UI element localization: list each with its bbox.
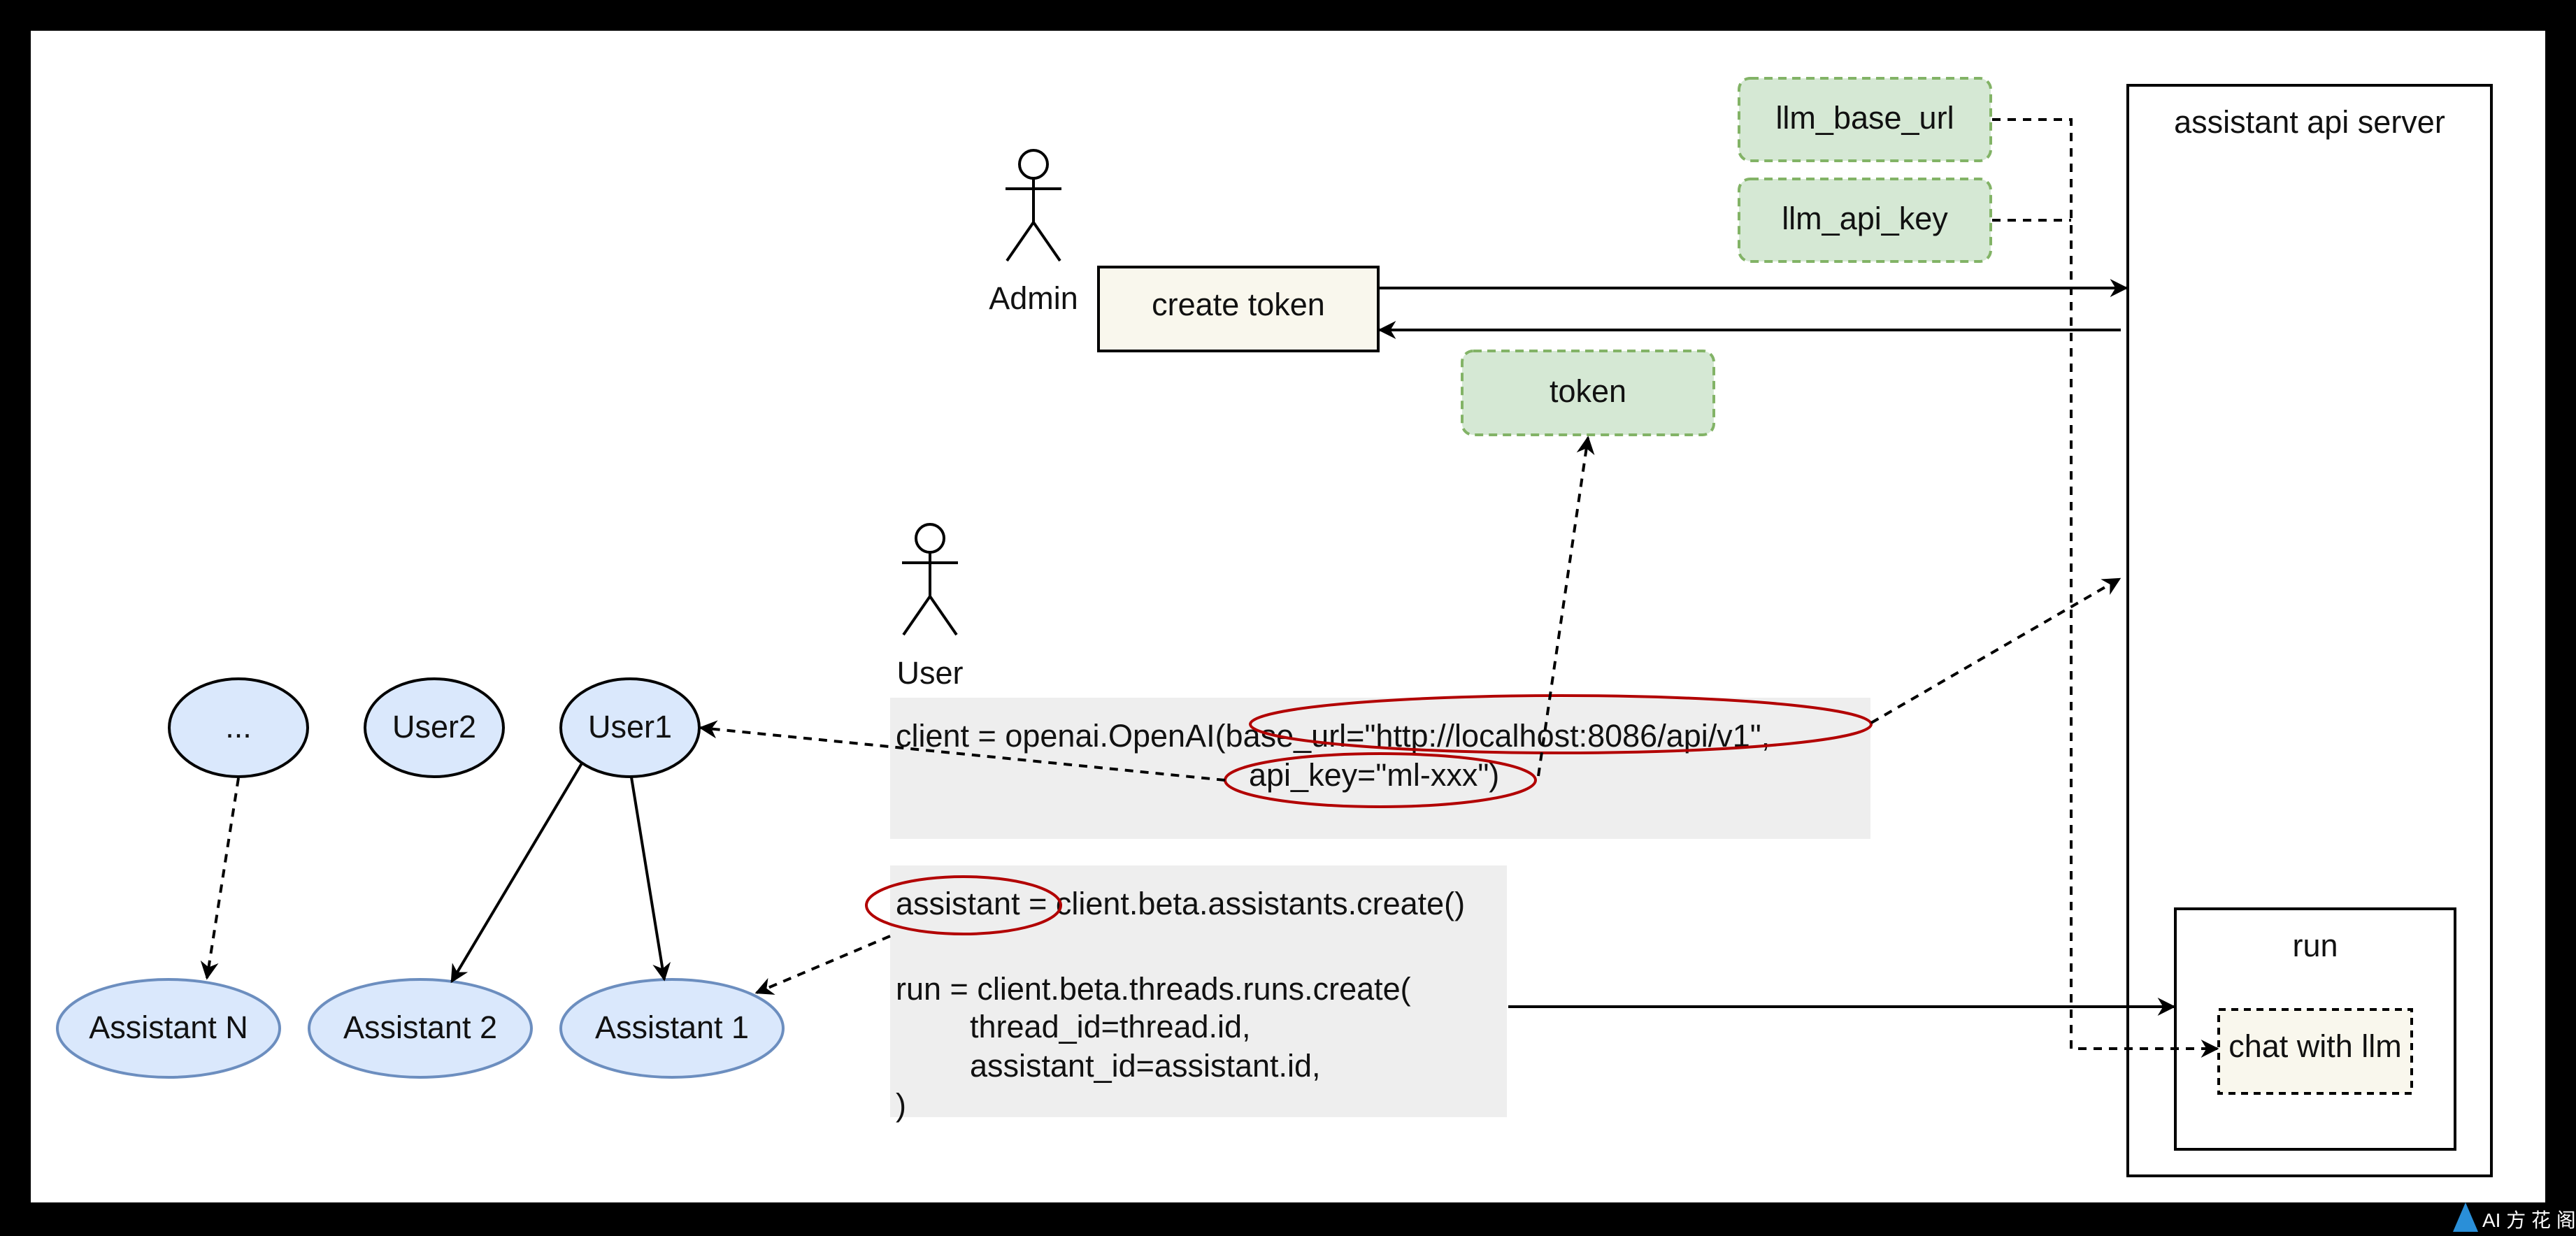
- client-code-line-1: client = openai.OpenAI(base_url="http://…: [896, 718, 1770, 754]
- assistant-var-highlight: [865, 875, 1062, 935]
- llm-api-key-label: llm_api_key: [1782, 201, 1948, 236]
- dashed-connectors: [200, 118, 2219, 1058]
- user-label: User: [896, 655, 963, 691]
- llm-config-link: [1992, 118, 2219, 1058]
- assistant-code-line: assistant = client.beta.assistants.creat…: [896, 886, 1465, 921]
- watermark-logo-icon: [2453, 1202, 2478, 1232]
- user1-label: User1: [588, 709, 672, 745]
- token-label: token: [1550, 373, 1626, 409]
- chat-with-llm-box[interactable]: [2217, 1008, 2413, 1095]
- assistant-1-node[interactable]: [559, 978, 785, 1079]
- chat-with-llm-label: chat with llm: [2228, 1028, 2402, 1064]
- base-url-to-server-arrow: [1870, 577, 2121, 724]
- client-code-line-2: api_key="ml-xxx"): [1249, 757, 1499, 793]
- user-ellipsis-label: ...: [225, 709, 252, 745]
- user-actor-icon: [902, 523, 958, 636]
- connectors: [450, 279, 2176, 1016]
- base-url-highlight: [1249, 694, 1873, 754]
- create-token-box[interactable]: [1097, 266, 1380, 352]
- llm-base-url-label: llm_base_url: [1775, 100, 1954, 136]
- watermark: AI 方 花 阁: [2453, 1202, 2576, 1232]
- assistant-code-block: [890, 865, 1507, 1117]
- user2-node[interactable]: [364, 677, 505, 778]
- run-code-line-4: ): [896, 1087, 906, 1123]
- assistant-2-node[interactable]: [308, 978, 533, 1079]
- llm-base-url-box[interactable]: [1738, 77, 1992, 162]
- admin-actor-icon: [1006, 149, 1061, 262]
- user1-to-assistant1-arrow: [630, 777, 671, 982]
- run-label: run: [2292, 928, 2338, 963]
- assistant-n-label: Assistant N: [89, 1009, 248, 1045]
- watermark-text: AI 方 花 阁: [2482, 1209, 2576, 1231]
- assistant-api-server-label: assistant api server: [2174, 104, 2445, 140]
- admin-label: Admin: [989, 280, 1078, 316]
- ellipsis-to-assistant-n-arrow: [200, 777, 240, 980]
- run-code-line-2: thread_id=thread.id,: [970, 1009, 1251, 1044]
- api-key-to-user1-arrow: [699, 720, 1226, 782]
- run-code-line-3: assistant_id=assistant.id,: [970, 1048, 1321, 1084]
- user1-to-assistant2-arrow: [450, 762, 583, 984]
- client-code-block: [890, 698, 1870, 839]
- assistant-1-label: Assistant 1: [595, 1009, 749, 1045]
- token-box[interactable]: [1461, 350, 1715, 436]
- assistant-n-node[interactable]: [56, 978, 281, 1079]
- user2-label: User2: [392, 709, 476, 745]
- assistant-2-label: Assistant 2: [343, 1009, 497, 1045]
- create-token-label: create token: [1152, 287, 1325, 322]
- run-code-line-1: run = client.beta.threads.runs.create(: [896, 971, 1411, 1007]
- api-key-to-token-arrow: [1537, 436, 1595, 777]
- user-ellipsis-node[interactable]: [168, 677, 309, 778]
- llm-api-key-box[interactable]: [1738, 178, 1992, 263]
